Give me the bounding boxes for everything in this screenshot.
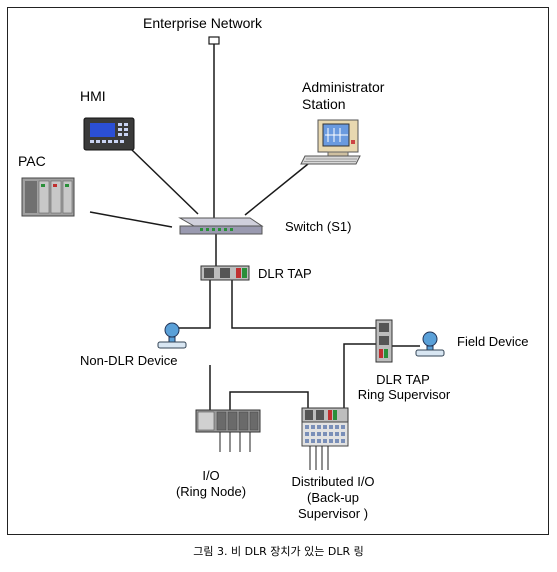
non-dlr-device-label: Non-DLR Device [80, 353, 178, 368]
figure-frame [7, 7, 549, 535]
distributed-io-label-line1: Distributed I/O [291, 474, 375, 489]
dlr-tap-label: DLR TAP [258, 266, 312, 281]
figure-caption: 그림 3. 비 DLR 장치가 있는 DLR 링 [193, 545, 364, 558]
distributed-io-label-line2: (Back-up [306, 490, 360, 505]
hmi-icon [83, 117, 135, 151]
admin-station-icon [300, 119, 361, 165]
dlr-tap-icon [200, 265, 250, 281]
pac-icon [21, 177, 75, 217]
tap-supervisor-link [231, 280, 378, 329]
ring-supervisor-label-line2: Ring Supervisor [357, 387, 451, 402]
io-label-line1: I/O [202, 468, 220, 483]
non-dlr-device-icon [157, 322, 187, 349]
hmi-label: HMI [80, 88, 106, 104]
pac-link [89, 211, 173, 228]
ring-supervisor-label-line1: DLR TAP [376, 372, 430, 387]
switch-icon [178, 217, 264, 235]
admin-station-label-line2: Station [302, 96, 346, 112]
pac-label: PAC [18, 153, 46, 169]
admin-link [244, 163, 309, 216]
distributed-io-icon [301, 407, 349, 470]
switch-label: Switch (S1) [285, 219, 352, 234]
ring-top-link [229, 391, 309, 410]
field-device-icon [415, 331, 445, 357]
io-ring-node-icon [195, 409, 261, 452]
enterprise-connector-icon [208, 36, 220, 45]
admin-station-label-line1: Administrator [302, 79, 385, 95]
io-label-line2: (Ring Node) [175, 484, 247, 499]
distributed-io-label-line3: Supervisor ) [297, 506, 369, 521]
dlr-tap-ring-supervisor-icon [375, 319, 393, 363]
hmi-link [131, 149, 199, 215]
field-device-label: Field Device [457, 334, 529, 349]
enterprise-network-label: Enterprise Network [143, 15, 263, 31]
dio-supervisor-link [343, 343, 378, 410]
